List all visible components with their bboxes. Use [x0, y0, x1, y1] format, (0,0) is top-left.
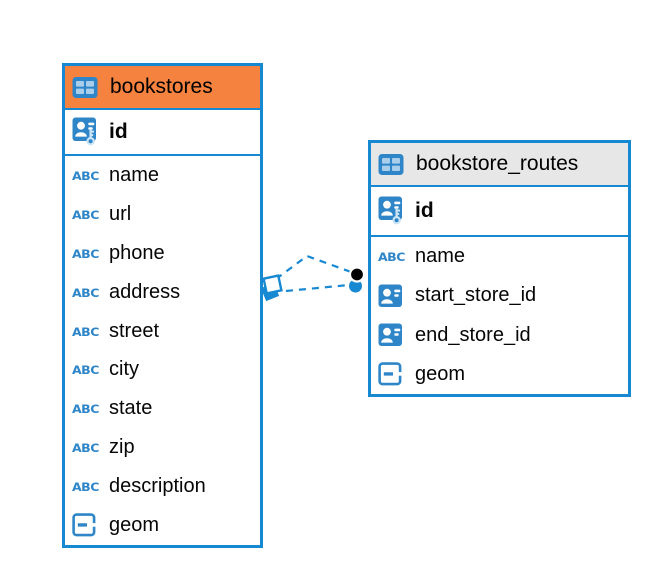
table-icon	[378, 153, 408, 176]
relation-edge[interactable]	[275, 254, 352, 280]
key-columns-section: id	[65, 110, 260, 156]
text-icon: ABC	[72, 168, 99, 183]
text-icon: ABC	[72, 362, 99, 378]
foreign-key-icon	[378, 284, 408, 308]
column-row-geom[interactable]: geom	[371, 355, 628, 394]
column-row-address[interactable]: ABC address	[65, 273, 260, 312]
relation-many-marker[interactable]	[260, 274, 283, 302]
geometry-icon	[378, 362, 408, 387]
column-row-start_store_id[interactable]: start_store_id	[371, 276, 628, 315]
column-name: address	[109, 280, 181, 303]
relation-one-marker[interactable]	[348, 266, 366, 293]
text-icon: ABC	[72, 323, 99, 339]
column-row-id[interactable]: id	[371, 187, 628, 235]
column-row-city[interactable]: ABC city	[65, 351, 260, 390]
column-name: id	[109, 120, 128, 143]
column-name: name	[109, 163, 160, 186]
text-icon: ABC	[378, 249, 405, 264]
column-row-description[interactable]: ABC description	[65, 467, 260, 506]
text-icon: ABC	[72, 401, 99, 417]
column-row-geom[interactable]: geom	[65, 506, 260, 545]
text-icon: ABC	[72, 285, 99, 300]
entity-table-bookstore-routes[interactable]: bookstore_routes id ABC name start_store_…	[368, 140, 631, 397]
column-name: city	[109, 358, 139, 381]
key-columns-section: id	[371, 187, 628, 237]
column-name: name	[415, 245, 466, 268]
table-header[interactable]: bookstore_routes	[371, 143, 628, 187]
column-name: geom	[415, 362, 466, 385]
column-row-name[interactable]: ABC name	[65, 156, 260, 195]
column-row-zip[interactable]: ABC zip	[65, 428, 260, 467]
column-name: phone	[109, 241, 165, 264]
column-name: end_store_id	[415, 323, 531, 346]
column-name: geom	[109, 514, 160, 537]
table-title: bookstore_routes	[416, 152, 579, 175]
text-icon: ABC	[72, 246, 99, 261]
column-row-id[interactable]: id	[65, 110, 260, 154]
column-name: id	[415, 199, 434, 222]
relation-edge[interactable]	[285, 283, 350, 293]
column-row-url[interactable]: ABC url	[65, 195, 260, 234]
primary-key-icon	[72, 117, 102, 148]
column-row-phone[interactable]: ABC phone	[65, 234, 260, 273]
column-row-state[interactable]: ABC state	[65, 389, 260, 428]
column-name: state	[109, 397, 153, 420]
geometry-icon	[72, 513, 102, 538]
text-icon: ABC	[72, 479, 99, 494]
columns-section: ABC name start_store_id end_store_id geom	[371, 237, 628, 394]
column-row-street[interactable]: ABC street	[65, 312, 260, 351]
column-row-end_store_id[interactable]: end_store_id	[371, 316, 628, 355]
table-title: bookstores	[110, 75, 213, 98]
text-icon: ABC	[72, 440, 99, 455]
primary-key-icon	[378, 196, 408, 227]
column-name: start_store_id	[415, 284, 537, 307]
column-name: zip	[109, 436, 135, 459]
column-name: street	[109, 319, 160, 342]
table-header[interactable]: bookstores	[65, 66, 260, 110]
text-icon: ABC	[72, 207, 99, 222]
column-name: description	[109, 475, 206, 498]
foreign-key-icon	[378, 323, 408, 347]
column-name: url	[109, 202, 132, 225]
column-row-name[interactable]: ABC name	[371, 237, 628, 276]
table-icon	[72, 76, 102, 99]
